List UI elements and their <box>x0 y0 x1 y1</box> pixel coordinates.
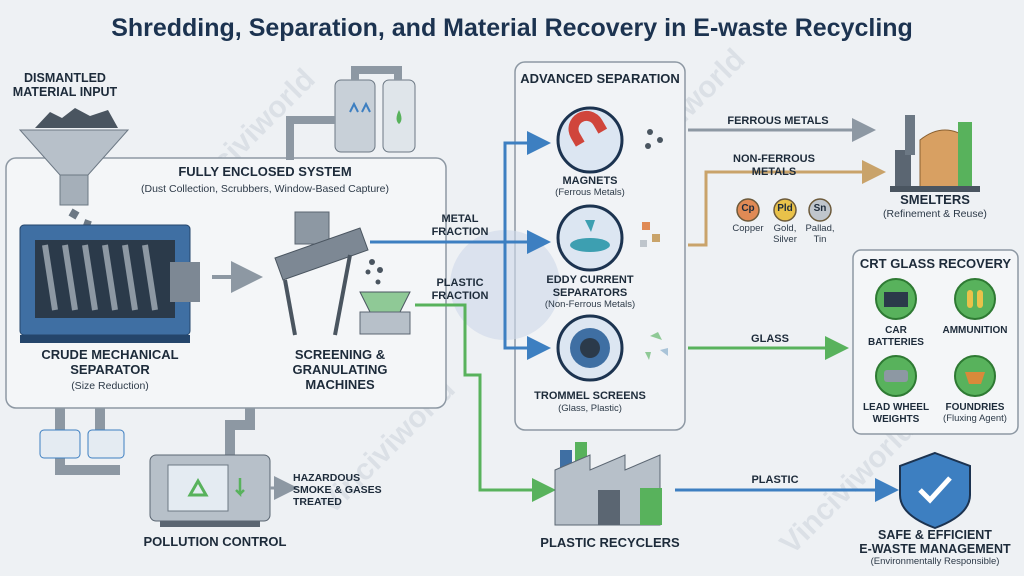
crude-separator-title: CRUDE MECHANICAL SEPARATOR <box>41 347 179 377</box>
copper-coin-icon <box>736 198 760 222</box>
safe-management-title: SAFE & EFFICIENT E-WASTE MANAGEMENT <box>859 528 1011 557</box>
plastic-fraction-arrow <box>415 303 556 502</box>
ferrous-metals-label: FERROUS METALS <box>727 115 829 127</box>
tin-name: Pallad, Tin <box>805 223 835 245</box>
page-title: Shredding, Separation, and Material Reco… <box>111 14 913 42</box>
gold-symbol: Pld <box>777 203 793 214</box>
smelters-subtitle: (Refinement & Reuse) <box>883 208 987 220</box>
shield-check-icon <box>899 451 971 530</box>
eddy-title: EDDY CURRENT SEPARATORS <box>546 274 634 299</box>
plastic-recycler-factory-icon <box>554 442 662 526</box>
pollution-control-unit-icon <box>39 408 271 527</box>
plastic-label: PLASTIC <box>751 474 799 486</box>
glass-label: GLASS <box>751 333 789 345</box>
input-label: DISMANTLED MATERIAL INPUT <box>12 71 118 100</box>
crt-item-car-batteries: CAR BATTERIES <box>868 325 924 348</box>
crt-item-foundries-sub: (Fluxing Agent) <box>943 413 1007 424</box>
tin-coin-icon <box>808 198 832 222</box>
crt-item-lead-wheel-weights: LEAD WHEEL WEIGHTS <box>862 402 930 425</box>
metal-fraction-arrows <box>370 131 551 360</box>
shredder-machine-icon <box>19 224 200 343</box>
crt-item-foundries: FOUNDRIES <box>945 402 1005 413</box>
crt-item-ammunition: AMMUNITION <box>942 325 1008 336</box>
pollution-note: HAZARDOUS SMOKE & GASES TREATED <box>293 472 382 509</box>
nonferrous-metals-label: NON-FERROUS METALS <box>733 153 815 178</box>
foundry-icon <box>954 355 996 397</box>
wheel-weights-icon <box>875 355 917 397</box>
gold-coin-icon <box>773 198 797 222</box>
pollution-control-title: POLLUTION CONTROL <box>143 534 287 549</box>
safe-management-subtitle: (Environmentally Responsible) <box>870 556 1000 567</box>
crude-separator-subtitle: (Size Reduction) <box>71 380 149 392</box>
magnet-icon <box>556 106 663 174</box>
copper-symbol: Cp <box>741 203 755 214</box>
scrubber-tanks-icon <box>286 66 416 160</box>
magnets-subtitle: (Ferrous Metals) <box>555 187 625 198</box>
screening-title: SCREENING & GRANULATING MACHINES <box>292 347 388 392</box>
metal-fraction-label: METAL FRACTION <box>431 213 489 238</box>
eddy-subtitle: (Non-Ferrous Metals) <box>544 299 636 310</box>
enclosed-system-box <box>5 157 447 409</box>
trommel-title: TROMMEL SCREENS <box>534 390 646 402</box>
trommel-subtitle: (Glass, Plastic) <box>558 403 622 414</box>
enclosed-system-title: FULLY ENCLOSED SYSTEM <box>178 164 352 179</box>
magnets-title: MAGNETS <box>562 175 618 187</box>
gold-name: Gold, Silver <box>773 223 797 245</box>
smelters-title: SMELTERS <box>900 192 970 207</box>
crt-title: CRT GLASS RECOVERY <box>859 256 1012 271</box>
eddy-current-icon <box>556 204 660 272</box>
advanced-separation-title: ADVANCED SEPARATION <box>520 71 680 86</box>
ammunition-icon <box>954 278 996 320</box>
battery-icon <box>875 278 917 320</box>
tin-symbol: Sn <box>813 203 827 214</box>
nonferrous-arrow <box>688 160 886 247</box>
screening-machine-icon <box>274 211 411 336</box>
plastic-recyclers-title: PLASTIC RECYCLERS <box>540 535 680 550</box>
input-hopper-icon <box>18 108 130 229</box>
trommel-screen-icon <box>556 314 668 382</box>
plastic-fraction-label: PLASTIC FRACTION <box>431 277 489 302</box>
copper-name: Copper <box>732 223 764 234</box>
smelter-factory-icon <box>890 115 980 192</box>
enclosed-system-subtitle: (Dust Collection, Scrubbers, Window-Base… <box>140 183 390 195</box>
